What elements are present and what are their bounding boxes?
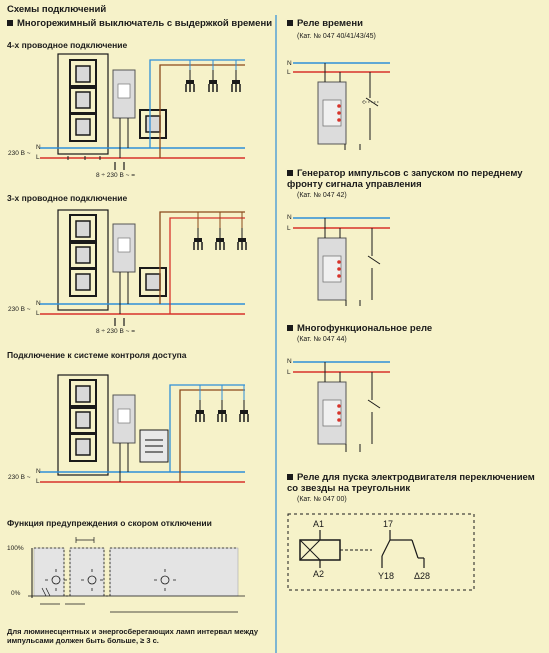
warning-y-bottom: 0% [11, 590, 21, 597]
star-delta-cat: (Кат. № 047 00) [297, 496, 347, 503]
warning-timing-chart [28, 537, 245, 613]
pushbutton-icon [69, 240, 97, 270]
wiring3-n-label: N [36, 300, 41, 307]
lamp-icon [237, 227, 247, 251]
bullet-square-icon [7, 20, 13, 27]
multi-cat: (Кат. № 047 44) [297, 336, 347, 343]
pulse-gen-l: L [287, 225, 291, 232]
access-n-label: N [36, 468, 41, 475]
bullet-square-icon [287, 474, 293, 481]
relay-time-n: N [287, 60, 292, 67]
lamp-icon [208, 69, 218, 93]
pushbutton-icon [69, 379, 97, 409]
wiring3-l-label: L [36, 310, 40, 317]
relay-time-title: Реле времени [287, 18, 363, 29]
star-delta-a2: A2 [313, 569, 325, 579]
lamp-icon [239, 399, 249, 423]
multi-diagram [293, 361, 390, 452]
page-title: Схемы подключений [7, 4, 107, 15]
access-l-label: L [36, 478, 40, 485]
wiring3-diagram [40, 209, 247, 326]
lamp-on-icon [45, 569, 176, 591]
wiring3-title: 3-х проводное подключение [7, 193, 128, 203]
star-delta-17: 17 [383, 519, 394, 529]
lamp-icon [215, 227, 225, 251]
wiring4-l-label: L [36, 154, 40, 161]
access-supply-label: 230 В ~ [8, 474, 31, 481]
pushbutton-icon [69, 267, 97, 297]
relay-time-l: L [287, 69, 291, 76]
lamp-icon [231, 69, 241, 93]
star-delta-diagram [287, 513, 475, 591]
wiring4-diagram [40, 53, 245, 170]
access-diagram [40, 374, 249, 483]
pushbutton-icon [69, 432, 97, 462]
relay-module-icon [317, 381, 347, 445]
pulse-gen-diagram [293, 217, 390, 306]
multi-l: L [287, 369, 291, 376]
wiring3-supply-label: 230 В ~ [8, 306, 31, 313]
wiring3-bottom-label: 8 ÷ 230 В ~ = [96, 328, 135, 335]
lamp-icon [185, 69, 195, 93]
pulse-gen-cat: (Кат. № 047 42) [297, 192, 347, 199]
multi-n: N [287, 358, 292, 365]
pushbutton-icon [69, 85, 97, 115]
bullet-square-icon [287, 325, 293, 332]
pushbutton-icon [69, 112, 97, 142]
access-title: Подключение к системе контроля доступа [7, 350, 187, 360]
star-delta-a1: A1 [313, 519, 325, 529]
wiring4-n-label: N [36, 144, 41, 151]
warning-title: Функция предупреждения о скором отключен… [7, 518, 212, 528]
pushbutton-icon [139, 109, 167, 139]
relay-module-icon [317, 237, 347, 301]
pushbutton-icon [69, 59, 97, 89]
bullet-square-icon [287, 170, 293, 177]
pulse-gen-title: Генератор импульсов с запуском по передн… [287, 168, 523, 190]
pushbutton-icon [69, 405, 97, 435]
warning-y-top: 100% [7, 545, 24, 552]
multi-title: Многофункциональное реле [287, 323, 432, 334]
star-delta-d28: Δ28 [414, 571, 431, 581]
pushbutton-icon [139, 267, 167, 297]
relay-time-diagram [293, 62, 390, 150]
wiring4-title: 4-х проводное подключение [7, 40, 128, 50]
relay-coil-icon [299, 539, 341, 561]
bullet-square-icon [287, 20, 293, 27]
wiring4-bottom-label: 8 ÷ 230 В ~ = [96, 172, 135, 179]
relay-module-icon [317, 81, 347, 145]
warning-note: Для люминесцентных и энергосберегающих л… [7, 627, 259, 645]
main-heading: Многорежимный выключатель с выдержкой вр… [7, 18, 272, 29]
lamp-icon [195, 399, 205, 423]
star-delta-y18: Y18 [378, 571, 395, 581]
pulse-gen-n: N [287, 214, 292, 221]
star-delta-title: Реле для пуска электродвигателя переключ… [287, 472, 535, 494]
relay-time-cat: (Кат. № 047 40/41/43/45) [297, 33, 376, 40]
pushbutton-icon [69, 214, 97, 244]
lamp-icon [193, 227, 203, 251]
wiring4-supply-label: 230 В ~ [8, 150, 31, 157]
lamp-icon [217, 399, 227, 423]
